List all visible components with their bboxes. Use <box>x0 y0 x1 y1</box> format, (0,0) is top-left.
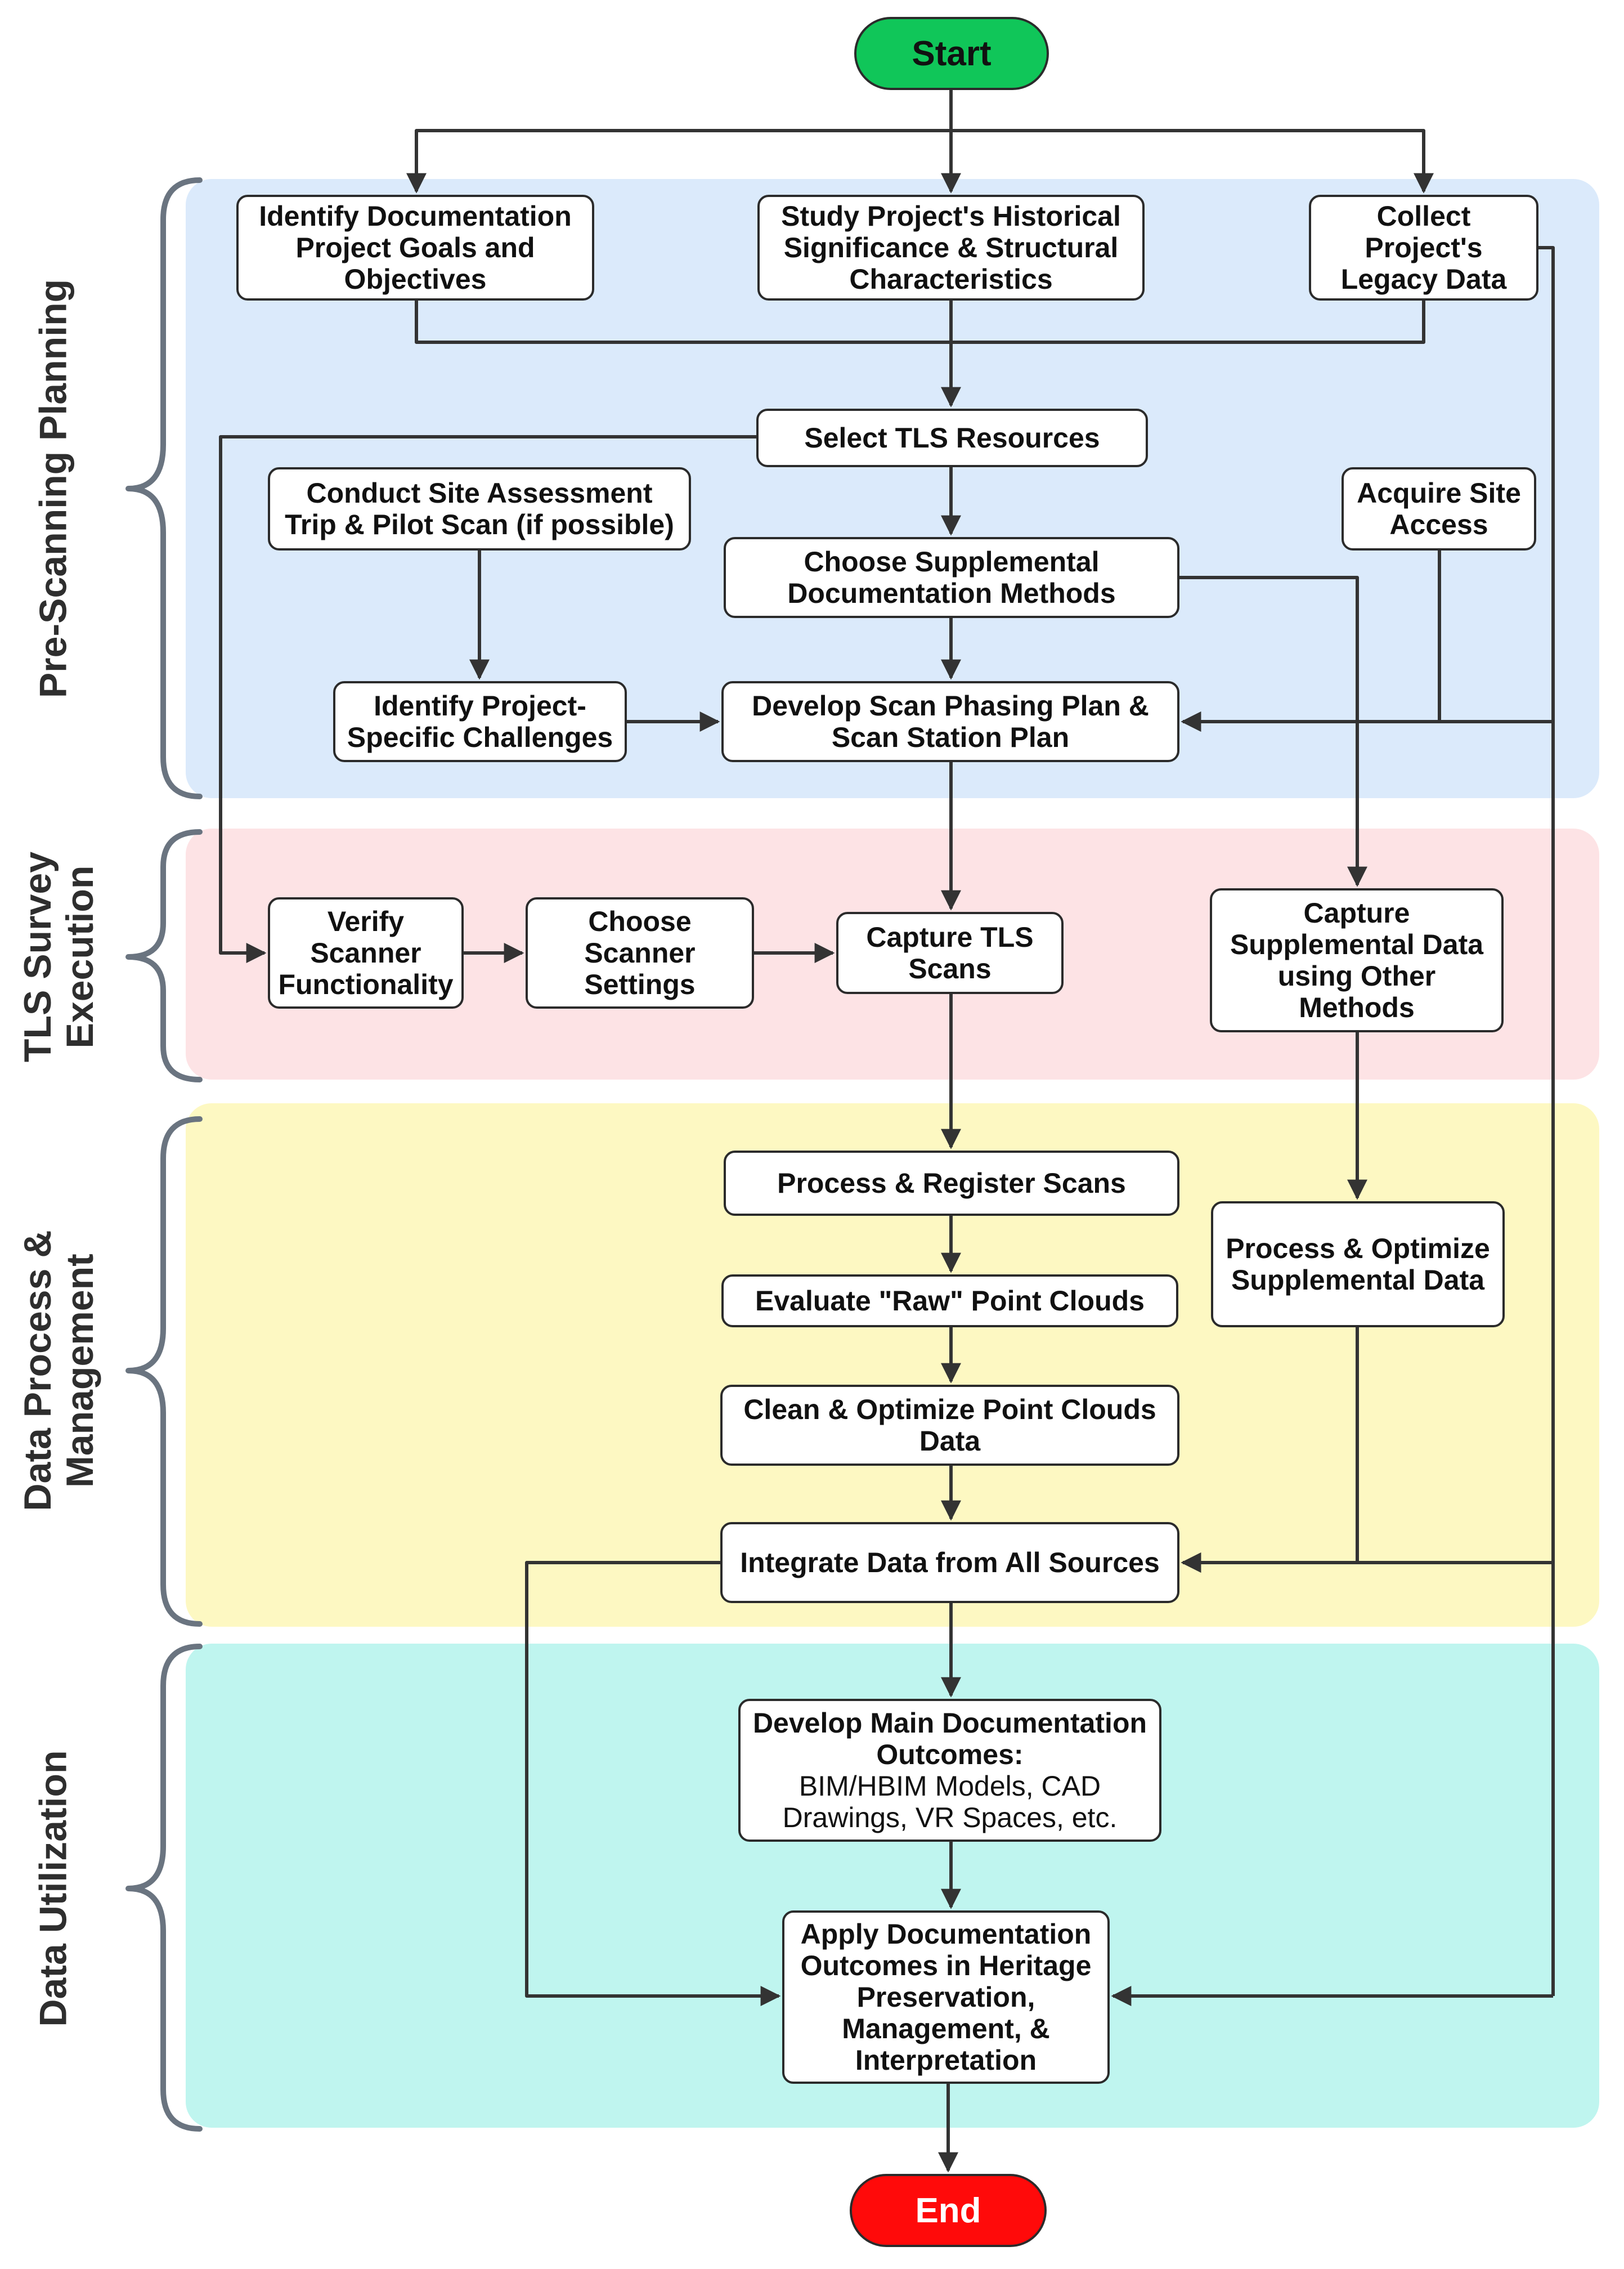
node-collect-legacy: Collect Project's Legacy Data <box>1309 195 1538 301</box>
node-line: Process & Optimize <box>1226 1233 1490 1264</box>
connector-integrate-to-apply <box>525 1561 781 2006</box>
node-line: Select TLS Resources <box>804 422 1100 454</box>
node-line: Conduct Site Assessment <box>306 477 653 509</box>
node-verify-scanner: Verify Scanner Functionality <box>268 897 464 1009</box>
node-line: Significance & Structural <box>783 232 1119 263</box>
node-line: Outcomes: <box>876 1739 1024 1770</box>
node-line: BIM/HBIM Models, CAD <box>798 1770 1101 1802</box>
node-line: Choose <box>588 906 692 937</box>
node-line: Capture TLS <box>866 921 1034 953</box>
node-line: Trip & Pilot Scan (if possible) <box>285 509 674 540</box>
connector-start-to-legacy <box>949 90 1434 194</box>
node-line: Evaluate "Raw" Point Clouds <box>755 1285 1145 1317</box>
node-apply-outcomes: Apply Documentation Outcomes in Heritage… <box>782 1910 1110 2084</box>
processing-bracket <box>125 1116 203 1627</box>
node-line: Interpretation <box>855 2044 1037 2076</box>
connector-process-supp-to-integrate <box>1181 1327 1359 1573</box>
node-develop-outcomes: Develop Main Documentation Outcomes: BIM… <box>738 1699 1161 1842</box>
node-study-history: Study Project's Historical Significance … <box>757 195 1145 301</box>
node-line: Preservation, <box>856 1981 1035 2013</box>
node-line: Process & Register Scans <box>777 1167 1126 1199</box>
node-line: Outcomes in Heritage <box>800 1950 1092 1981</box>
node-evaluate-raw: Evaluate "Raw" Point Clouds <box>721 1274 1178 1327</box>
node-capture-tls: Capture TLS Scans <box>836 912 1064 994</box>
node-line: Scan Station Plan <box>831 722 1070 753</box>
end-label: End <box>915 2191 981 2230</box>
connector-legacy-to-select <box>951 301 1425 344</box>
node-line: Study Project's Historical <box>781 200 1121 232</box>
node-line: Supplemental Data <box>1230 929 1484 960</box>
node-line: Choose Supplemental <box>804 546 1100 578</box>
node-line: Documentation Methods <box>787 578 1116 609</box>
node-line: Methods <box>1299 992 1415 1023</box>
node-process-supplemental: Process & Optimize Supplemental Data <box>1211 1201 1505 1327</box>
node-select-tls: Select TLS Resources <box>756 409 1148 467</box>
node-line: Data <box>919 1425 981 1457</box>
node-site-assessment: Conduct Site Assessment Trip & Pilot Sca… <box>268 467 691 551</box>
connector-choose-to-capture-supp <box>1179 576 1367 887</box>
node-line: Project Goals and <box>295 232 535 263</box>
node-line: Collect <box>1376 200 1471 232</box>
node-line: Characteristics <box>849 263 1053 295</box>
node-acquire-access: Acquire Site Access <box>1342 467 1536 551</box>
node-line: Management, & <box>842 2013 1050 2044</box>
node-choose-supplemental: Choose Supplemental Documentation Method… <box>724 537 1179 618</box>
phase-label-utilization: Data Utilization <box>32 1551 75 2226</box>
node-line: Scanner <box>310 937 421 969</box>
start-label: Start <box>912 34 992 73</box>
node-develop-plan: Develop Scan Phasing Plan & Scan Station… <box>721 681 1179 762</box>
node-process-register: Process & Register Scans <box>724 1151 1179 1216</box>
node-line: Apply Documentation <box>800 1918 1092 1950</box>
node-line: Settings <box>584 969 696 1000</box>
node-identify-challenges: Identify Project- Specific Challenges <box>333 681 627 762</box>
node-identify-goals: Identify Documentation Project Goals and… <box>236 195 594 301</box>
node-integrate: Integrate Data from All Sources <box>720 1522 1179 1603</box>
node-clean-optimize: Clean & Optimize Point Clouds Data <box>720 1385 1179 1466</box>
end-terminal: End <box>850 2174 1047 2247</box>
utilization-bracket <box>125 1644 203 2132</box>
connector-start-to-goals <box>406 90 953 194</box>
node-line: Identify Project- <box>374 690 586 722</box>
start-terminal: Start <box>854 17 1049 90</box>
node-line: Integrate Data from All Sources <box>740 1547 1160 1578</box>
node-line: Legacy Data <box>1340 263 1507 295</box>
node-line: Specific Challenges <box>347 722 613 753</box>
node-choose-settings: Choose Scanner Settings <box>526 897 754 1009</box>
connector-select-to-verify <box>219 435 756 963</box>
node-line: Access <box>1389 509 1488 540</box>
node-line: Develop Scan Phasing Plan & <box>752 690 1149 722</box>
node-line: Functionality <box>278 969 454 1000</box>
connector-legacy-to-plan-and-beyond <box>1538 246 1555 1996</box>
node-line: Scans <box>908 953 992 984</box>
node-line: Acquire Site <box>1357 477 1521 509</box>
node-line: Develop Main Documentation <box>752 1707 1147 1739</box>
node-line: Capture <box>1303 897 1410 929</box>
node-line: Clean & Optimize Point Clouds <box>743 1394 1156 1425</box>
node-capture-supplemental: Capture Supplemental Data using Other Me… <box>1210 888 1504 1032</box>
node-line: Drawings, VR Spaces, etc. <box>782 1802 1118 1833</box>
execution-bracket <box>125 829 203 1082</box>
node-line: using Other <box>1277 960 1436 992</box>
node-line: Verify <box>327 906 405 937</box>
node-line: Supplemental Data <box>1231 1264 1485 1296</box>
node-line: Identify Documentation <box>259 200 572 232</box>
node-line: Objectives <box>344 263 487 295</box>
connector-goals-to-select <box>415 301 951 344</box>
phase-label-text: Data Utilization <box>32 1750 75 2027</box>
planning-bracket <box>125 177 203 799</box>
node-line: Project's <box>1365 232 1483 263</box>
node-line: Scanner <box>584 937 696 969</box>
